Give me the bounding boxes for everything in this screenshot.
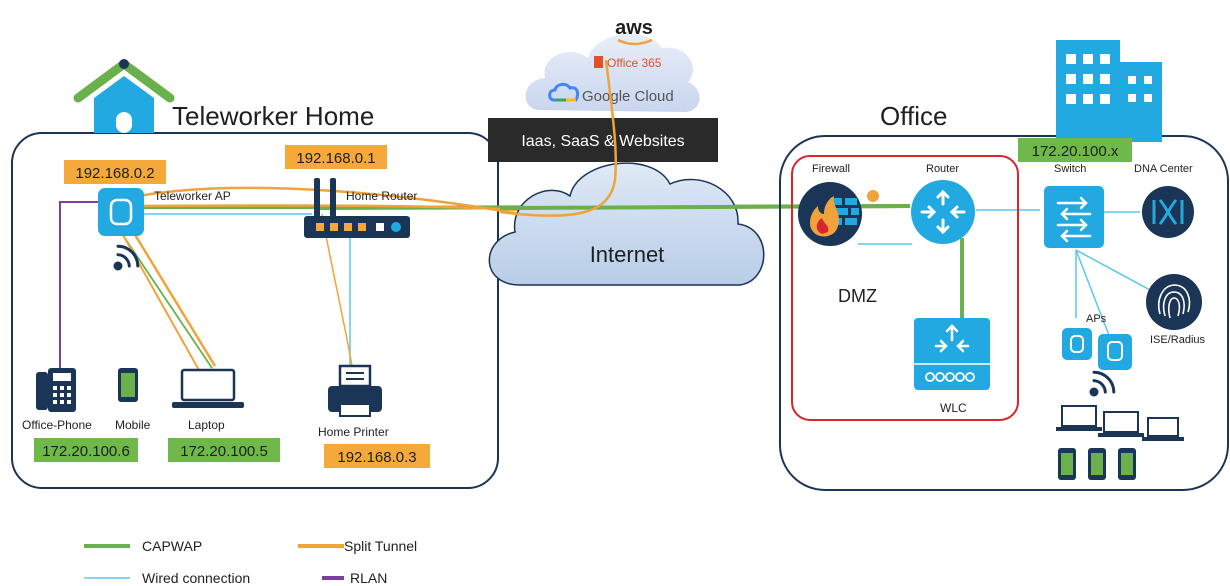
laptop-label: Laptop: [188, 418, 225, 432]
router-label: Home Router: [346, 189, 417, 203]
internet-cloud: [488, 162, 765, 286]
legend-split: Split Tunnel: [344, 538, 417, 554]
office-mobile-icon: [1118, 448, 1136, 480]
printer-icon: [328, 364, 382, 417]
teleworker-ap-icon[interactable]: [98, 188, 144, 236]
home-title: Teleworker Home: [172, 101, 374, 131]
router-ip-badge: [285, 145, 387, 169]
legend-capwap: CAPWAP: [142, 538, 202, 554]
router-ip: 192.168.0.1: [296, 150, 375, 167]
dmz-boundary: [791, 155, 1019, 421]
office-subnet-badge: [1018, 138, 1132, 162]
router-office-label: Router: [926, 163, 959, 175]
phone-ip-badge: [34, 438, 138, 462]
office-router-icon[interactable]: [911, 180, 975, 244]
office-ap-icon[interactable]: [1062, 328, 1092, 360]
dna-center-label: DNA Center: [1134, 163, 1193, 175]
ap-ip-badge: [64, 160, 166, 184]
office-title: Office: [880, 101, 947, 131]
office365-icon: [594, 56, 603, 68]
legend-wired: Wired connection: [142, 570, 250, 586]
google-cloud-icon: [548, 82, 580, 102]
office-laptop-icon: [1142, 417, 1184, 441]
office-ap-icon[interactable]: [1098, 334, 1132, 370]
mobile-icon: [118, 368, 138, 402]
office-building-icon: [1056, 40, 1162, 142]
ise-radius-label: ISE/Radius: [1150, 334, 1206, 346]
aws-logo: aws: [615, 17, 653, 39]
wlc-icon[interactable]: [914, 318, 990, 390]
office-laptop-icon: [1098, 411, 1144, 437]
switch-label: Switch: [1054, 163, 1086, 175]
wired-lines: [126, 209, 1151, 366]
services-banner-text: Iaas, SaaS & Websites: [521, 133, 684, 150]
office-mobile-icon: [1058, 448, 1076, 480]
legend-rlan: RLAN: [350, 570, 387, 586]
teleworker-home-boundary: [11, 132, 499, 489]
phone-ip: 172.20.100.6: [42, 443, 130, 460]
ise-radius-icon[interactable]: [1146, 274, 1202, 330]
office-laptop-icon: [1056, 405, 1102, 431]
house-icon: [73, 59, 175, 133]
google-cloud-logo: Google Cloud: [582, 88, 674, 105]
firewall-icon[interactable]: [798, 182, 879, 246]
firewall-label: Firewall: [812, 163, 850, 175]
legend: CAPWAP Wired connection Split Tunnel RLA…: [84, 538, 417, 586]
rlan-line: [59, 201, 100, 378]
printer-ip-badge: [324, 444, 430, 468]
office-boundary: [779, 135, 1229, 491]
aps-label: APs: [1086, 313, 1107, 325]
internet-label: Internet: [590, 242, 665, 267]
printer-ip: 192.168.0.3: [337, 449, 416, 466]
laptop-ip: 172.20.100.5: [180, 443, 268, 460]
laptop-ip-badge: [168, 438, 280, 462]
office-subnet: 172.20.100.x: [1032, 143, 1119, 160]
mobile-label: Mobile: [115, 418, 151, 432]
office365-logo: Office 365: [607, 56, 662, 70]
split-over-cloud: [499, 59, 618, 217]
services-banner: [488, 118, 718, 162]
printer-label: Home Printer: [318, 425, 389, 439]
dna-center-icon[interactable]: [1142, 186, 1194, 238]
home-router-icon[interactable]: [304, 178, 410, 238]
aws-smile-icon: [617, 38, 653, 46]
laptop-icon: [172, 368, 244, 408]
office-mobile-icon: [1088, 448, 1106, 480]
phone-label: Office-Phone: [22, 418, 92, 432]
office-phone-icon: [36, 368, 76, 412]
switch-icon[interactable]: [1044, 186, 1104, 248]
office-wifi-icon: [1089, 370, 1116, 397]
wifi-icon: [113, 244, 140, 271]
wlc-label: WLC: [940, 401, 967, 415]
ap-label: Teleworker AP: [154, 189, 231, 203]
ap-ip: 192.168.0.2: [75, 165, 154, 182]
public-cloud-services: [525, 33, 700, 112]
dmz-label: DMZ: [838, 286, 877, 306]
